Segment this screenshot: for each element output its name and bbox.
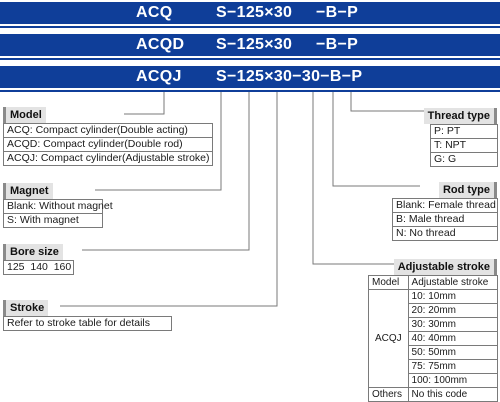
magnet-item-s: S: With magnet (7, 214, 79, 226)
code-band-1-underline (0, 26, 500, 28)
rod-type-item-blank: Blank: Female thread (393, 199, 497, 213)
adjustable-stroke-value: 75: 75mm (407, 359, 499, 374)
adjustable-stroke-value: 50: 50mm (407, 345, 499, 360)
code-band-3-underline (0, 90, 500, 92)
adjustable-stroke-value: 40: 40mm (407, 331, 499, 346)
adjustable-stroke-header: Model Adjustable stroke (368, 275, 499, 290)
magnet-box: Blank: Without magnet S: With magnet (3, 199, 113, 228)
thread-type-box: P: PT T: NPT G: G (430, 124, 498, 167)
bore-size-label: Bore size (3, 244, 63, 260)
bore-size-box: 125 140 160 (3, 260, 74, 275)
adjustable-stroke-others-value: No this code (407, 387, 499, 402)
rod-type-item-b: B: Male thread (393, 213, 497, 227)
model-label: Model (3, 107, 46, 123)
stroke-label: Stroke (3, 300, 49, 316)
model-item-acqj: ACQJ: Compact cylinder(Adjustable stroke… (7, 152, 210, 164)
adjustable-stroke-header-model: Model (368, 275, 409, 290)
code-series-3: ACQJ (136, 68, 182, 85)
code-spec-2: S−125×30 (216, 36, 293, 53)
stroke-box: Refer to stroke table for details (3, 316, 172, 331)
adjustable-stroke-value: 20: 20mm (407, 303, 499, 318)
adjustable-stroke-table: Model Adjustable stroke ACQJ 10: 10mm 20… (368, 275, 499, 402)
connector-rod (332, 92, 420, 187)
model-item-acq: ACQ: Compact cylinder(Double acting) (4, 124, 212, 138)
rod-type-box: Blank: Female thread B: Male thread N: N… (392, 198, 498, 241)
adjustable-stroke-value: 30: 30mm (407, 317, 499, 332)
adjustable-stroke-header-stroke: Adjustable stroke (407, 275, 499, 290)
code-spec-3: S−125×30−30−B−P (216, 68, 363, 85)
magnet-label: Magnet (3, 183, 53, 199)
bore-size-values: 125 140 160 (7, 261, 72, 273)
thread-type-item-p: P: PT (431, 125, 497, 139)
table-row: ACQJ 10: 10mm (368, 289, 499, 388)
code-series-2: ACQD (136, 36, 185, 53)
connector-thread (350, 92, 438, 112)
adjustable-stroke-others-label: Others (368, 387, 409, 402)
code-band-2 (0, 34, 500, 56)
code-band-2-underline (0, 58, 500, 60)
stroke-note: Refer to stroke table for details (7, 317, 150, 329)
model-box: ACQ: Compact cylinder(Double acting) ACQ… (3, 123, 213, 166)
code-spec-1: S−125×30 (216, 4, 293, 21)
connector-stroke (60, 92, 278, 307)
adjustable-stroke-value: 10: 10mm (407, 289, 499, 304)
model-item-acqd: ACQD: Compact cylinder(Double rod) (4, 138, 212, 152)
connector-model (124, 92, 165, 115)
adjustable-stroke-value: 100: 100mm (407, 373, 499, 388)
adjustable-stroke-label: Adjustable stroke (393, 259, 497, 275)
thread-type-item-t: T: NPT (431, 139, 497, 153)
table-row: Others No this code (368, 387, 499, 402)
rod-type-label: Rod type (438, 182, 497, 198)
code-band-1 (0, 2, 500, 24)
rod-type-item-n: N: No thread (396, 227, 456, 239)
code-suffix-2: −B−P (316, 36, 359, 53)
thread-type-item-g: G: G (434, 153, 457, 165)
code-suffix-1: −B−P (316, 4, 359, 21)
code-band-3 (0, 66, 500, 88)
adjustable-stroke-model: ACQJ (368, 289, 409, 388)
connector-bore (82, 92, 250, 251)
connector-adjustable (312, 92, 408, 265)
magnet-item-blank: Blank: Without magnet (4, 200, 113, 214)
connector-magnet (95, 92, 222, 191)
code-series-1: ACQ (136, 4, 173, 21)
thread-type-label: Thread type (423, 108, 497, 124)
